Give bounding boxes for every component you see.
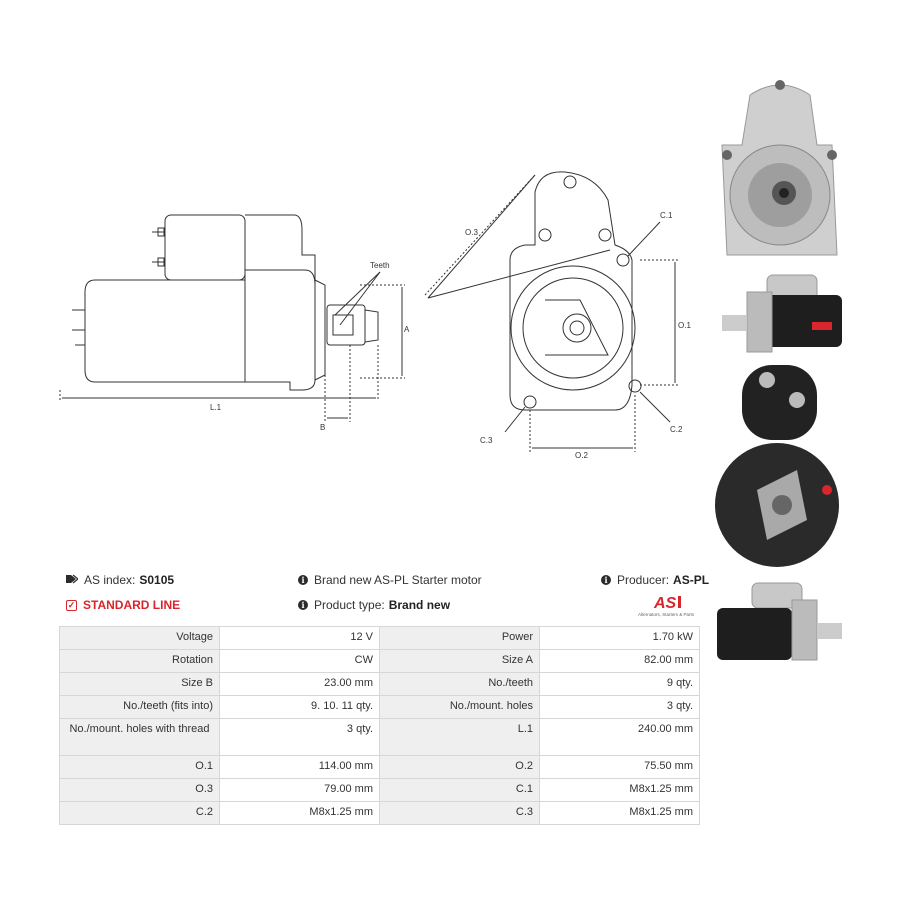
producer-label: Producer: bbox=[617, 573, 670, 587]
spec-key: C.2 bbox=[59, 801, 220, 825]
spec-value: 82.00 mm bbox=[539, 649, 700, 673]
svg-text:AS: AS bbox=[653, 595, 677, 612]
spec-key: Power bbox=[379, 626, 540, 650]
spec-key: No./teeth bbox=[379, 672, 540, 696]
producer: i Producer: AS-PL bbox=[601, 573, 709, 587]
label-l1: L.1 bbox=[210, 403, 222, 412]
table-row: C.2 M8x1.25 mm C.3 M8x1.25 mm bbox=[59, 801, 700, 825]
label-o3: O.3 bbox=[465, 228, 478, 237]
spec-key: O.2 bbox=[379, 755, 540, 779]
spec-key: O.3 bbox=[59, 778, 220, 802]
label-o2: O.2 bbox=[575, 451, 588, 460]
producer-value: AS-PL bbox=[673, 573, 710, 587]
label-a: A bbox=[404, 325, 410, 334]
spec-key: No./teeth (fits into) bbox=[59, 695, 220, 719]
checkbox-icon: ✓ bbox=[66, 599, 77, 611]
table-row: O.3 79.00 mm C.1 M8x1.25 mm bbox=[59, 778, 700, 802]
label-teeth: Teeth bbox=[370, 261, 390, 270]
spec-value: 3 qty. bbox=[539, 695, 700, 719]
solenoid-outline bbox=[164, 214, 246, 281]
spec-key: C.3 bbox=[379, 801, 540, 825]
description: i Brand new AS-PL Starter motor bbox=[298, 573, 482, 587]
spec-key: L.1 bbox=[379, 718, 540, 756]
hole-c2 bbox=[628, 379, 642, 393]
table-row: No./mount. holes with thread 3 qty. L.1 … bbox=[59, 718, 700, 756]
spec-value: 114.00 mm bbox=[219, 755, 380, 779]
info-icon: i bbox=[601, 575, 611, 585]
spec-key: Size A bbox=[379, 649, 540, 673]
product-photo-side-2 bbox=[717, 582, 842, 661]
product-photo-side bbox=[722, 274, 842, 353]
spec-value: M8x1.25 mm bbox=[219, 801, 380, 825]
spec-key: No./mount. holes with thread bbox=[59, 718, 220, 756]
standard-line-text: STANDARD LINE bbox=[83, 598, 181, 612]
hole-c1 bbox=[616, 253, 630, 267]
info-icon: i bbox=[298, 600, 308, 610]
spec-value: 3 qty. bbox=[219, 718, 380, 756]
label-c1: C.1 bbox=[660, 211, 673, 220]
spec-key: Rotation bbox=[59, 649, 220, 673]
table-row: No./teeth (fits into) 9. 10. 11 qty. No.… bbox=[59, 695, 700, 719]
table-row: Voltage 12 V Power 1.70 kW bbox=[59, 626, 700, 650]
spec-value: CW bbox=[219, 649, 380, 673]
table-row: Size B 23.00 mm No./teeth 9 qty. bbox=[59, 672, 700, 696]
spec-value: 240.00 mm bbox=[539, 718, 700, 756]
table-row: Rotation CW Size A 82.00 mm bbox=[59, 649, 700, 673]
spec-value: 12 V bbox=[219, 626, 380, 650]
spec-key: O.1 bbox=[59, 755, 220, 779]
label-b: B bbox=[320, 423, 325, 432]
spec-value: 75.50 mm bbox=[539, 755, 700, 779]
label-c3: C.3 bbox=[480, 436, 493, 445]
front-view-outline bbox=[509, 171, 633, 411]
spec-value: 9. 10. 11 qty. bbox=[219, 695, 380, 719]
product-photo-rear bbox=[715, 365, 839, 567]
motor-body-outline bbox=[84, 279, 246, 383]
as-index-label: AS index: bbox=[84, 573, 136, 587]
specs-table: Voltage 12 V Power 1.70 kW Rotation CW S… bbox=[59, 626, 700, 825]
label-c2: C.2 bbox=[670, 425, 683, 434]
spec-value: 9 qty. bbox=[539, 672, 700, 696]
info-icon: i bbox=[298, 575, 308, 585]
flange-circle bbox=[510, 265, 636, 391]
as-pl-logo: AS Alternators, Starters & Parts bbox=[636, 592, 700, 618]
hole-c3 bbox=[523, 395, 537, 409]
spec-key: Size B bbox=[59, 672, 220, 696]
spec-value: 79.00 mm bbox=[219, 778, 380, 802]
as-index: AS index: S0105 bbox=[66, 573, 174, 587]
tag-icon bbox=[66, 573, 79, 587]
product-type-value: Brand new bbox=[388, 598, 451, 612]
label-o1: O.1 bbox=[678, 321, 691, 330]
product-type-label: Product type: bbox=[314, 598, 385, 612]
table-row: O.1 114.00 mm O.2 75.50 mm bbox=[59, 755, 700, 779]
spec-value: 23.00 mm bbox=[219, 672, 380, 696]
product-photo-front bbox=[721, 80, 838, 256]
spec-value: 1.70 kW bbox=[539, 626, 700, 650]
technical-drawing: Teeth A B L.1 O.1 O.2 O.3 C.1 C.2 C.3 bbox=[59, 171, 691, 460]
product-type: i Product type: Brand new bbox=[298, 598, 450, 612]
description-text: Brand new AS-PL Starter motor bbox=[314, 573, 482, 587]
standard-line-badge: ✓ STANDARD LINE bbox=[66, 598, 180, 612]
svg-text:Alternators, Starters & Parts: Alternators, Starters & Parts bbox=[638, 612, 695, 617]
spec-key: C.1 bbox=[379, 778, 540, 802]
spec-value: M8x1.25 mm bbox=[539, 778, 700, 802]
spec-key: Voltage bbox=[59, 626, 220, 650]
spec-value: M8x1.25 mm bbox=[539, 801, 700, 825]
spec-key: No./mount. holes bbox=[379, 695, 540, 719]
as-index-value: S0105 bbox=[139, 573, 175, 587]
